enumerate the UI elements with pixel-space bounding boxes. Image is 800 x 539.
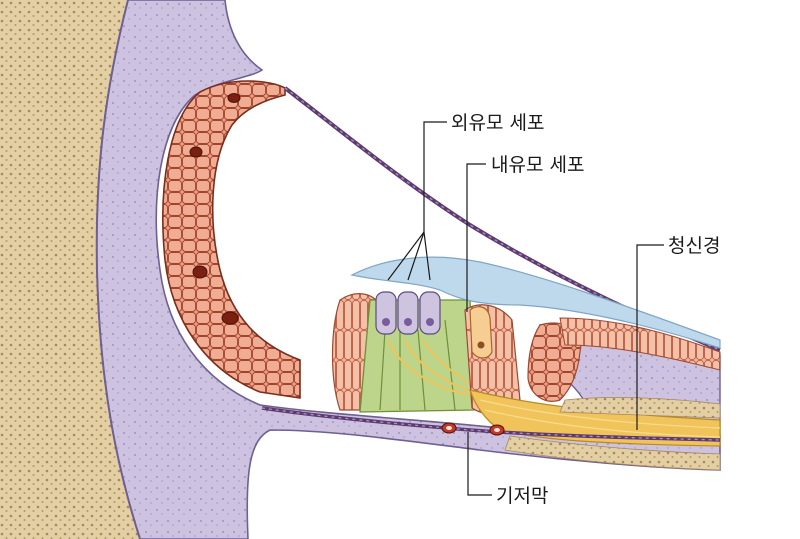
tectorial-membrane [350,256,721,349]
outer-hair-cell [419,291,441,335]
label-cochlear-nerve: 청신경 [668,235,720,257]
outer-hair-cell [375,291,397,335]
label-basilar-membrane: 기저막 [496,485,548,507]
bone-wall [0,0,140,539]
limbus-cells [559,317,721,371]
label-outer-hair-cells: 외유모 세포 [451,112,544,134]
stria-nuclei [189,93,241,325]
leader-lines [387,121,664,496]
bony-lamina [504,397,721,471]
stria-vascularis [162,80,301,399]
outer-hair-cell [397,291,419,335]
inner-hair-cell [469,306,493,359]
basilar-membrane [261,406,721,442]
outer-hair-cells-group [375,291,441,335]
label-inner-hair-cells: 내유모 세포 [491,154,584,176]
bone-edge-line [95,0,141,539]
